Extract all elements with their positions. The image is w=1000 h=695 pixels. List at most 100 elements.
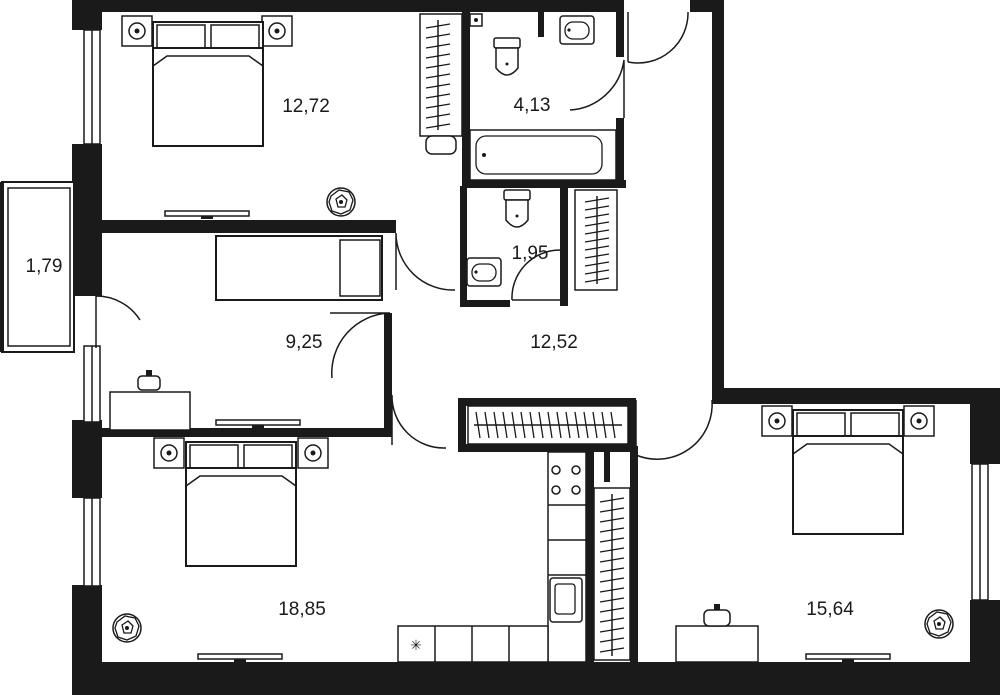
hanger-icon — [425, 53, 451, 59]
lamp-icon — [761, 405, 793, 437]
hanger-icon — [584, 221, 610, 227]
wardrobe-icon — [593, 487, 631, 661]
toilet-icon — [493, 37, 521, 76]
study-furniture — [109, 235, 383, 431]
area-labels: 12,72 1,79 4,13 1,95 9,25 12,52 18,85 15… — [26, 95, 855, 620]
area-balcony: 1,79 — [26, 256, 63, 277]
hanger-icon — [599, 517, 625, 523]
plant-icon — [112, 613, 142, 643]
hanger-icon — [565, 411, 571, 439]
hanger-icon — [538, 411, 544, 439]
tv-icon — [197, 653, 283, 663]
hanger-icon — [520, 411, 526, 439]
hanger-icon — [425, 33, 451, 39]
area-living-kitchen: 18,85 — [278, 599, 326, 620]
wardrobe-hangers — [425, 23, 625, 653]
hanger-icon — [502, 411, 508, 439]
hanger-icon — [425, 103, 451, 109]
door-swing-icon — [330, 312, 391, 379]
bed-icon — [152, 21, 264, 147]
hanger-icon — [484, 411, 490, 439]
hanger-icon — [584, 237, 610, 243]
hanger-icon — [425, 23, 451, 29]
door-swing-icon — [95, 295, 141, 348]
toilet-icon — [503, 189, 531, 228]
walls — [72, 0, 1000, 695]
hanger-icon — [599, 597, 625, 603]
area-bedroom-right: 15,64 — [806, 599, 854, 620]
door-swing-icon — [391, 394, 447, 449]
tv-icon — [805, 653, 891, 663]
hanger-icon — [599, 627, 625, 633]
balcony — [0, 181, 141, 353]
hanger-icon — [584, 213, 610, 219]
sink-icon — [559, 15, 595, 45]
bed-icon — [185, 441, 297, 567]
hanger-icon — [584, 197, 610, 203]
hanger-icon — [599, 587, 625, 593]
hanger-icon — [556, 411, 562, 439]
area-hall: 12,52 — [530, 332, 578, 353]
hanger-icon — [599, 537, 625, 543]
hanger-icon — [475, 411, 481, 439]
hanger-icon — [599, 557, 625, 563]
hanger-icon — [583, 411, 589, 439]
plant-icon — [924, 609, 954, 639]
hanger-icon — [599, 607, 625, 613]
bed-icon — [792, 409, 904, 535]
sink-icon — [549, 577, 583, 623]
stove-icon — [137, 370, 161, 391]
hanger-icon — [599, 547, 625, 553]
hanger-icon — [584, 245, 610, 251]
lamp-icon — [121, 15, 153, 47]
tv-icon — [215, 419, 301, 429]
bathtub-icon — [469, 129, 617, 181]
hanger-icon — [511, 411, 517, 439]
hanger-icon — [599, 527, 625, 533]
hanger-icon — [584, 253, 610, 259]
hanger-icon — [584, 269, 610, 275]
windows — [83, 29, 989, 601]
lamp-icon — [261, 15, 293, 47]
hanger-icon — [574, 411, 580, 439]
lamp-icon — [903, 405, 935, 437]
hanger-icon — [425, 123, 451, 129]
hanger-icon — [584, 229, 610, 235]
hanger-icon — [610, 411, 616, 439]
hanger-icon — [425, 73, 451, 79]
hanger-icon — [599, 567, 625, 573]
hanger-icon — [599, 507, 625, 513]
hanger-icon — [425, 43, 451, 49]
area-wc: 1,95 — [512, 243, 549, 264]
door-swing-icon — [635, 399, 713, 460]
lamp-icon — [153, 437, 185, 469]
door-swing-icon — [395, 232, 456, 291]
hanger-icon — [599, 497, 625, 503]
living-furniture: ✳ — [112, 437, 587, 663]
desk — [109, 391, 191, 431]
hanger-icon — [584, 205, 610, 211]
bathroom-furniture — [469, 13, 617, 181]
door-swing-icon — [627, 11, 689, 64]
hanger-icon — [599, 617, 625, 623]
door-swings — [330, 11, 713, 460]
area-bathroom: 4,13 — [514, 95, 551, 116]
hanger-icon — [425, 93, 451, 99]
door-swing-icon — [569, 59, 625, 118]
hanger-icon — [493, 411, 499, 439]
sofa-icon — [215, 235, 383, 301]
desk — [675, 625, 759, 663]
hanger-icon — [601, 411, 607, 439]
hanger-icon — [599, 637, 625, 643]
sink-icon — [466, 257, 502, 287]
hanger-icon — [599, 647, 625, 653]
kitchen-counter — [397, 451, 587, 663]
stove-icon — [703, 604, 731, 627]
area-bedroom-top: 12,72 — [282, 96, 330, 117]
stove-icon — [551, 465, 581, 495]
hanger-icon — [584, 277, 610, 283]
hanger-icon — [425, 113, 451, 119]
hanger-icon — [547, 411, 553, 439]
svg-text:✳: ✳ — [410, 638, 422, 654]
